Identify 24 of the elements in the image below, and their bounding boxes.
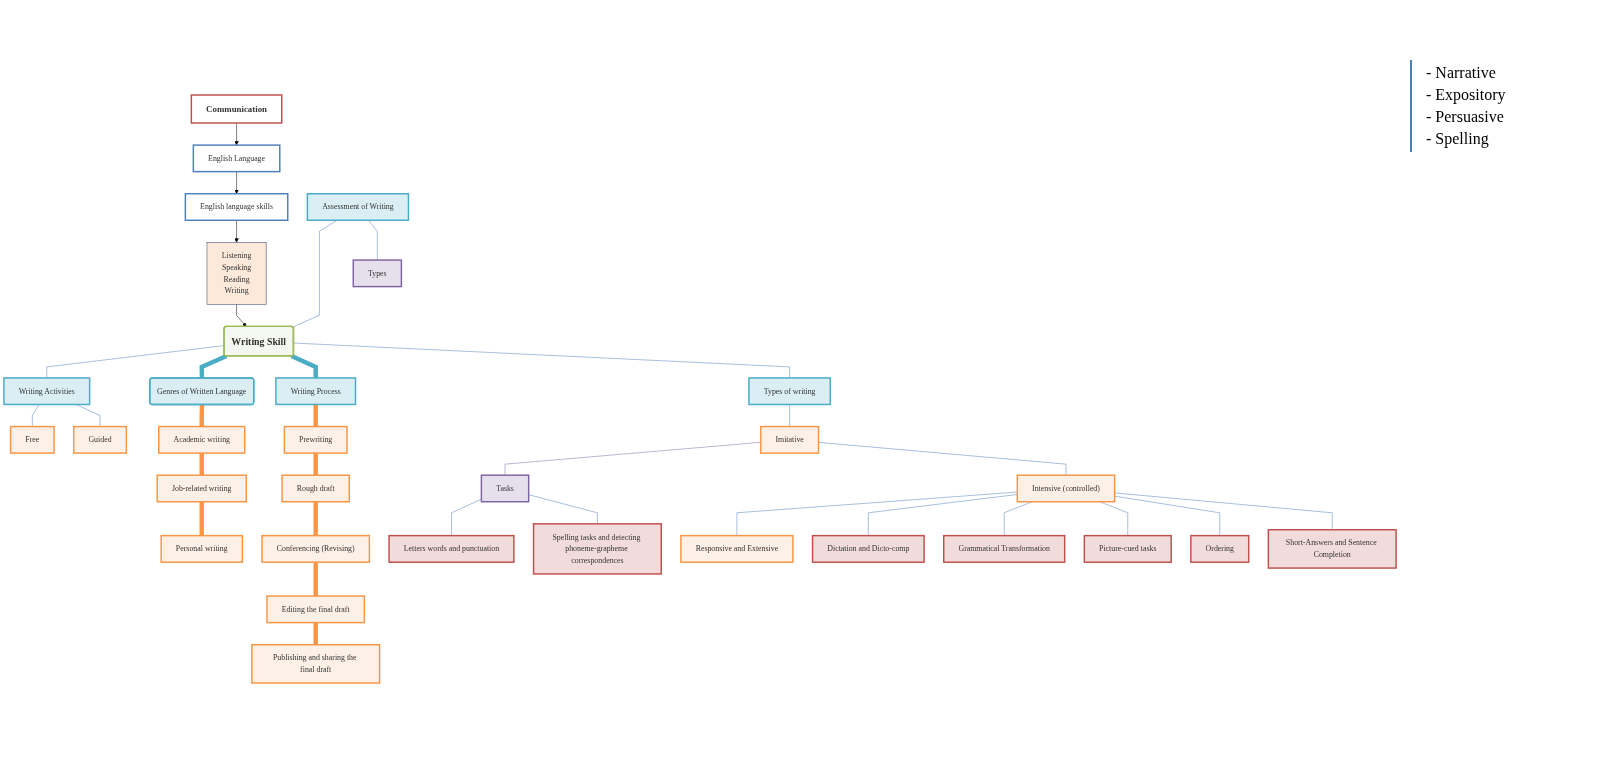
list-item: - Narrative bbox=[1426, 64, 1497, 82]
connector bbox=[292, 220, 338, 328]
list-item: - Expository bbox=[1426, 86, 1507, 104]
connector bbox=[32, 404, 40, 427]
connector bbox=[199, 354, 228, 379]
list-item: - Persuasive bbox=[1426, 108, 1505, 126]
list-item: - Spelling bbox=[1426, 130, 1490, 148]
connector bbox=[528, 494, 598, 525]
connector bbox=[313, 622, 318, 645]
connector bbox=[313, 404, 318, 427]
connector bbox=[75, 404, 101, 427]
connector bbox=[313, 453, 318, 476]
connector bbox=[313, 501, 318, 536]
connector bbox=[199, 453, 204, 476]
connector bbox=[199, 501, 204, 536]
connector bbox=[199, 404, 205, 427]
node-box: Communication bbox=[190, 94, 283, 124]
connector bbox=[46, 345, 225, 379]
connector bbox=[290, 354, 318, 378]
connector bbox=[368, 220, 378, 261]
connector bbox=[293, 342, 790, 379]
connector bbox=[504, 442, 761, 476]
connector bbox=[313, 562, 318, 597]
connector bbox=[789, 404, 790, 427]
